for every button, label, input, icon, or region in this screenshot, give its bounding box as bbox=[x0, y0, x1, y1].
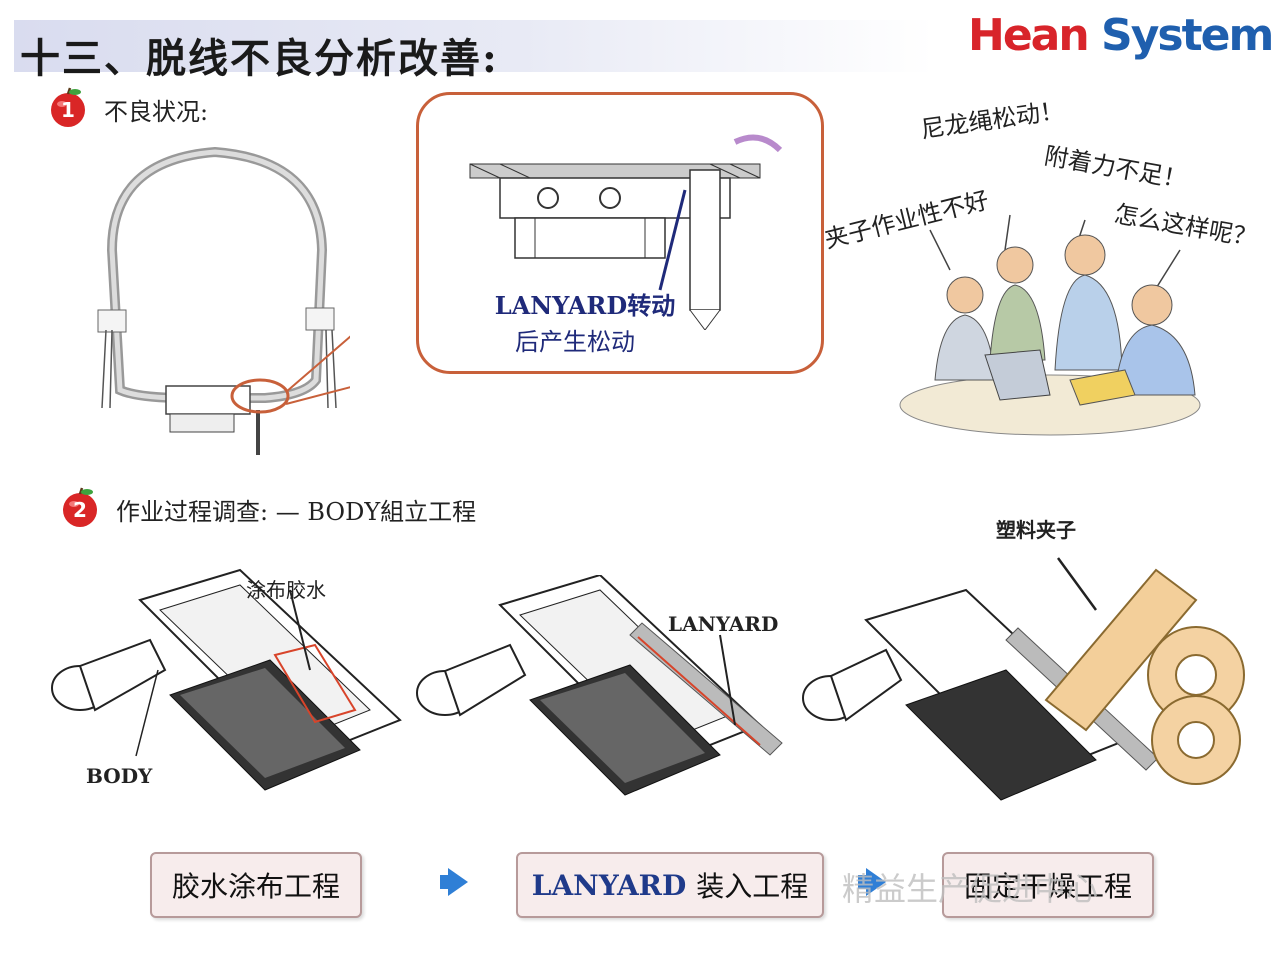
process-step-2: LANYARD 装入工程 bbox=[516, 852, 824, 918]
process-step-3: 固定干燥工程 bbox=[942, 852, 1154, 918]
lanyard-loop-drawing bbox=[97, 146, 350, 455]
label-glue: 涂布胶水 bbox=[246, 578, 326, 602]
section-number-1: 1 bbox=[61, 98, 75, 122]
process-step-1: 胶水涂布工程 bbox=[150, 852, 362, 918]
logo-part2: System bbox=[1101, 10, 1274, 61]
section-label-1: 不良状况: bbox=[104, 98, 209, 126]
glue-coating-figure bbox=[51, 568, 402, 791]
label-clip: 塑料夹子 bbox=[996, 518, 1076, 542]
process-step-1-label: 胶水涂布工程 bbox=[171, 870, 340, 903]
section-number-2: 2 bbox=[73, 498, 87, 522]
title-bar bbox=[14, 20, 934, 72]
connector-detail-drawing bbox=[469, 134, 783, 330]
section-label-2: 作业过程调查: — BODY組立工程 bbox=[116, 498, 477, 526]
watermark-text: 精益生产促进中心 bbox=[842, 870, 1099, 908]
speech-nylon-loose: 尼龙绳松动！ bbox=[919, 96, 1066, 144]
lanyard-insert-figure bbox=[416, 575, 783, 796]
process-step-2-en: LANYARD bbox=[531, 868, 687, 902]
brand-logo: Hean System bbox=[968, 10, 1274, 61]
callout-line2: 后产生松动 bbox=[515, 328, 635, 356]
process-step-2-label: 装入工程 bbox=[696, 870, 809, 903]
callout-line1: LANYARD转动 bbox=[494, 291, 676, 320]
label-body: BODY bbox=[86, 764, 153, 788]
meeting-illustration bbox=[899, 214, 1201, 436]
page-title: 十三、脱线不良分析改善: bbox=[20, 35, 499, 82]
clip-fixing-figure bbox=[802, 557, 1245, 801]
speech-adhesion-insufficient: 附着力不足！ bbox=[1042, 141, 1189, 195]
process-step-3-label: 固定干燥工程 bbox=[963, 870, 1132, 903]
label-lanyard: LANYARD bbox=[668, 612, 779, 636]
apple-icon: 1 bbox=[51, 87, 85, 127]
arrow-right-icon bbox=[440, 868, 468, 896]
logo-part1: Hean bbox=[968, 10, 1090, 61]
apple-icon: 2 bbox=[63, 487, 97, 527]
arrow-right-icon bbox=[858, 868, 886, 896]
